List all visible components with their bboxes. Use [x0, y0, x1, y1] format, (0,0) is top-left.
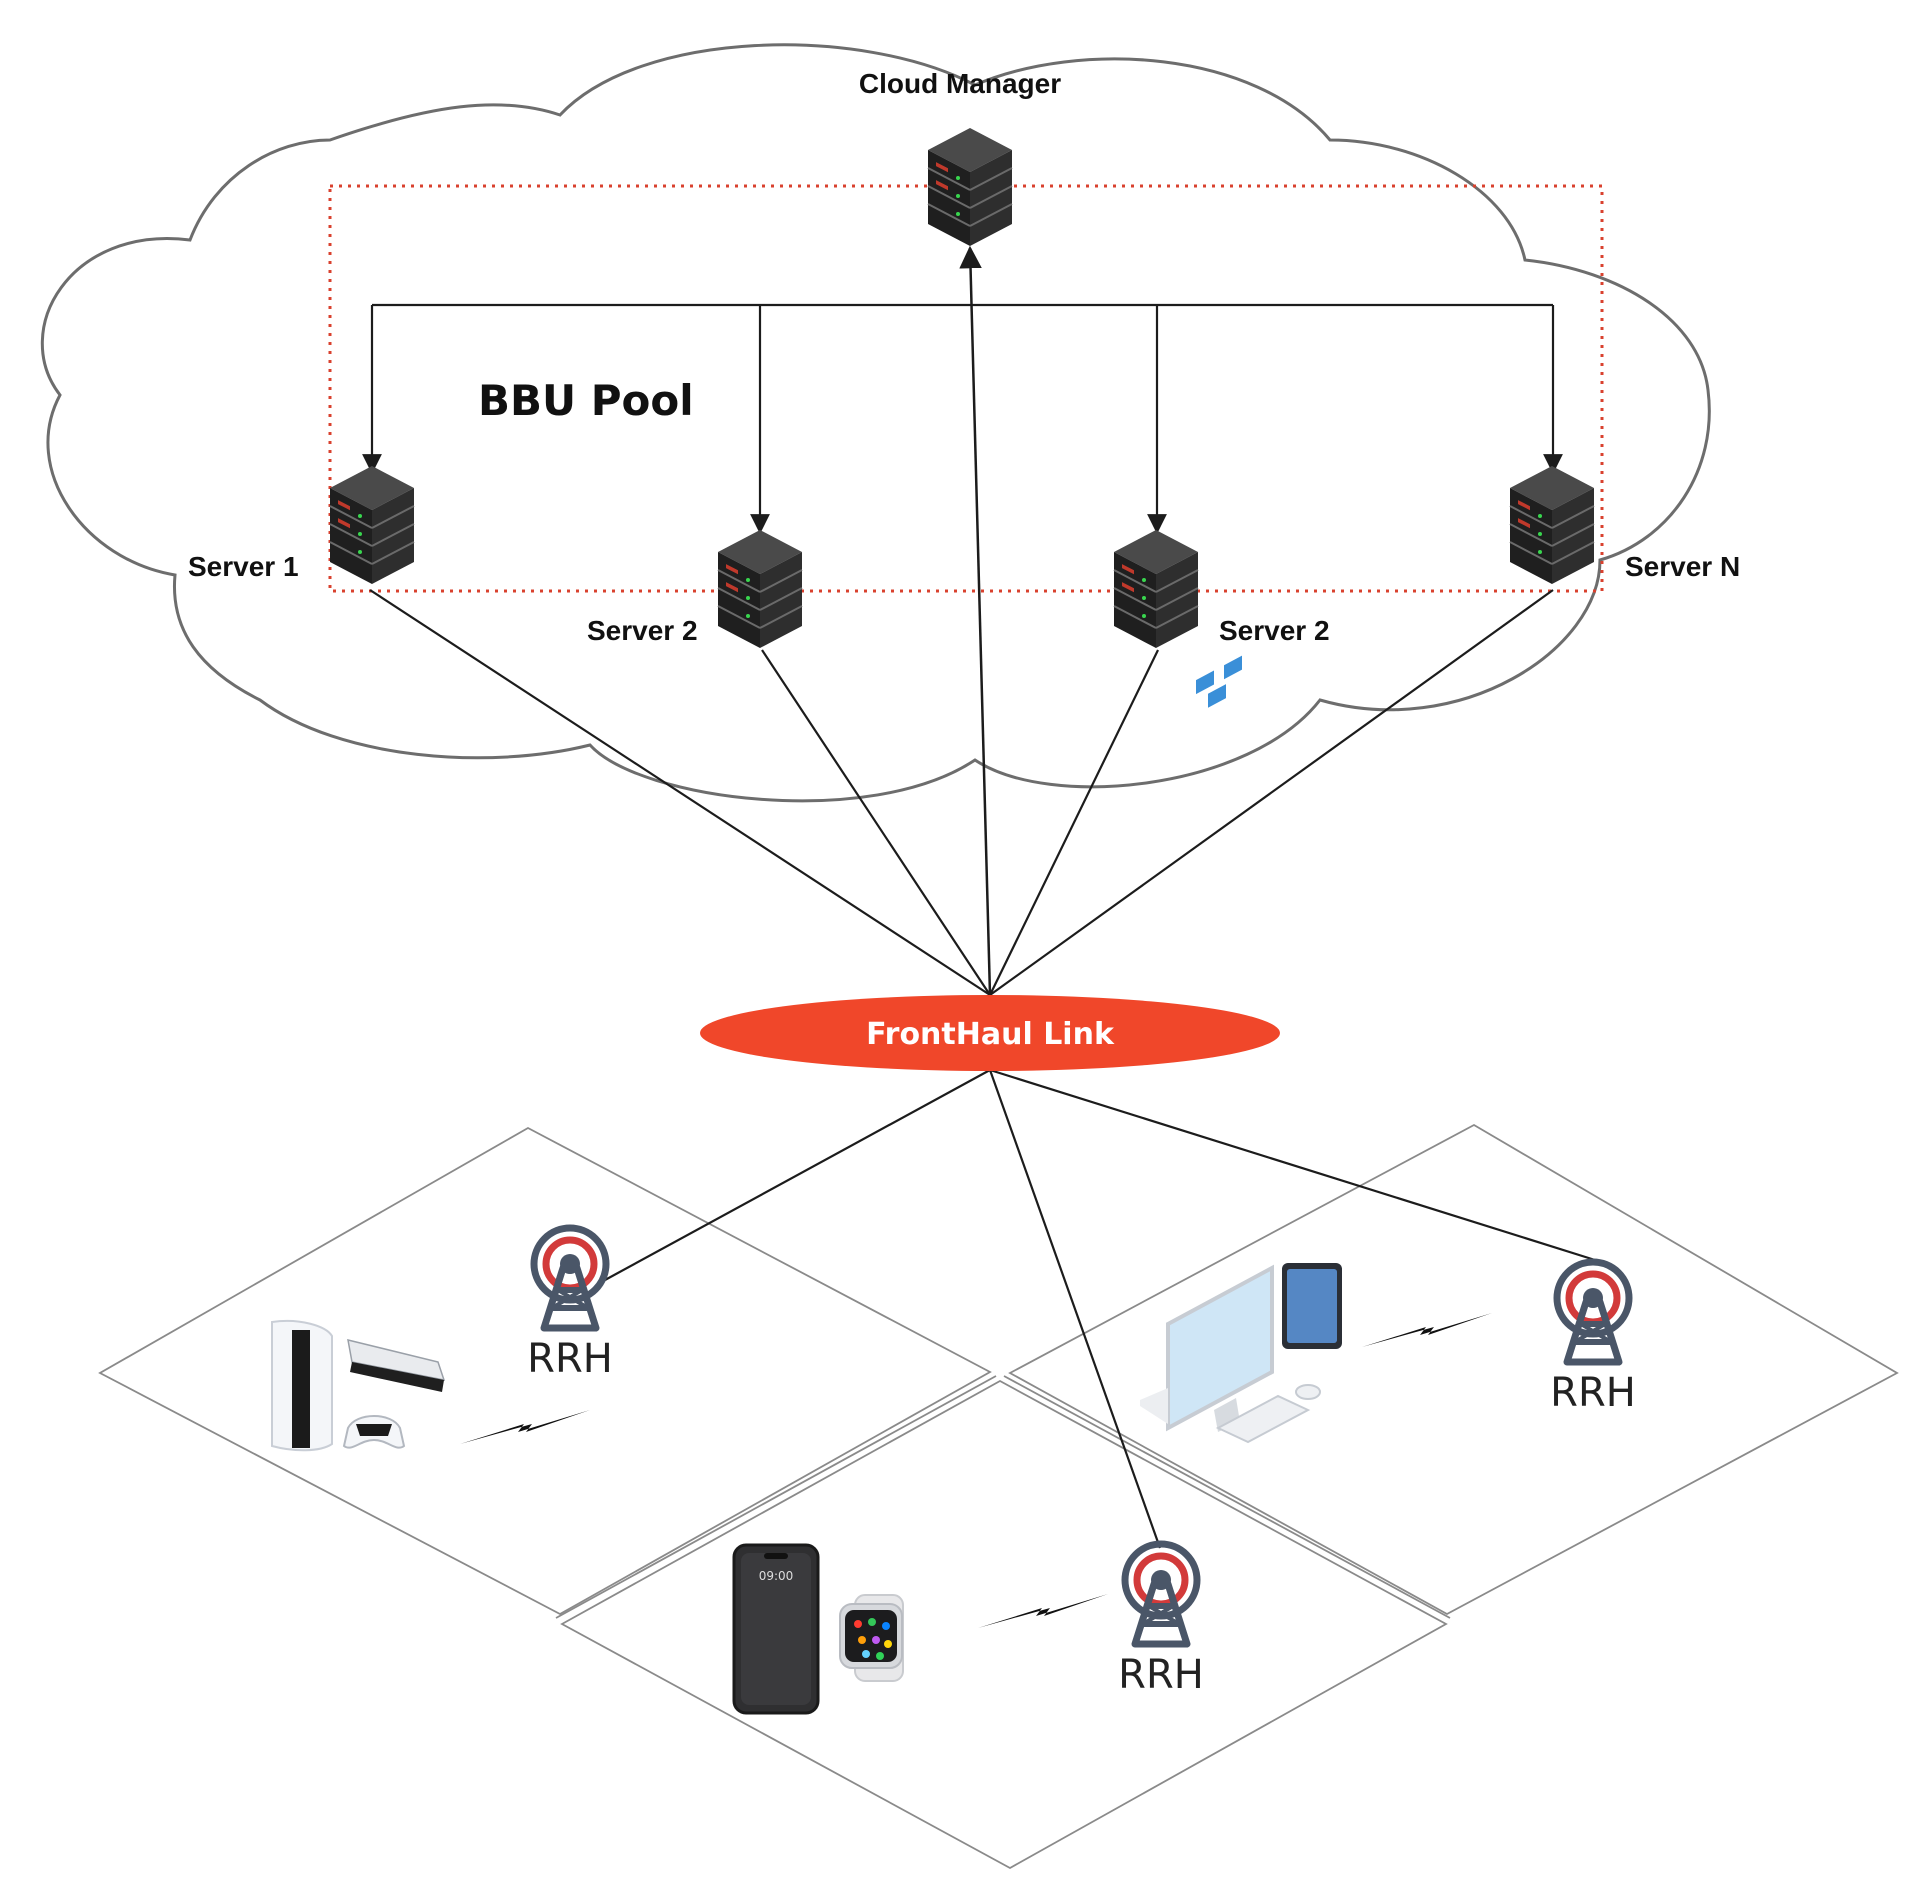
tablet-icon [1282, 1263, 1342, 1349]
server-3-icon [1113, 529, 1199, 649]
smartwatch-icon [839, 1594, 904, 1682]
smartphone-icon: 09:00 [732, 1543, 820, 1715]
manager-uplink-arrow [959, 245, 992, 996]
server-3-label: Server 2 [1219, 615, 1330, 646]
rrh-1-label: RRH [527, 1336, 613, 1382]
server-n-icon [1509, 465, 1595, 585]
phone-clock: 09:00 [759, 1569, 794, 1583]
server-1-icon [329, 465, 415, 585]
rrh-links [604, 1068, 1596, 1549]
rrh-3-tower-icon [1125, 1544, 1197, 1644]
distribution-bus [362, 303, 1563, 534]
bbu-pool-label: BBU Pool [478, 376, 694, 425]
mouse-icon [1295, 1384, 1321, 1400]
coverage-grid [98, 1123, 1899, 1870]
rrh-1-tower-icon [534, 1228, 606, 1328]
rrh-3-label: RRH [1118, 1652, 1204, 1698]
server-2-label: Server 2 [587, 615, 698, 646]
wireless-bolt-2-icon [1362, 1313, 1492, 1347]
wireless-bolt-1-icon [460, 1410, 590, 1444]
bbu-pool-boundary [328, 184, 1604, 593]
cloud-manager-label: Cloud Manager [859, 68, 1061, 99]
server-n-label: Server N [1625, 551, 1740, 582]
game-console-icon [271, 1320, 446, 1452]
fronthaul-link-ellipse [700, 995, 1280, 1071]
rrh-2-label: RRH [1550, 1370, 1636, 1416]
rrh-2-tower-icon [1557, 1262, 1629, 1362]
fronthaul-links [369, 589, 1554, 996]
gamepad-icon [342, 1415, 406, 1449]
cloud-shape [40, 43, 1711, 803]
desktop-monitor-icon [1140, 655, 1274, 1432]
fronthaul-link-label: FrontHaul Link [866, 1017, 1115, 1052]
server-2-icon [717, 529, 803, 649]
keyboard-icon [1215, 1394, 1311, 1444]
cloud-manager-server-icon [927, 127, 1013, 247]
wireless-bolt-3-icon [978, 1594, 1108, 1628]
server-1-label: Server 1 [188, 551, 299, 582]
